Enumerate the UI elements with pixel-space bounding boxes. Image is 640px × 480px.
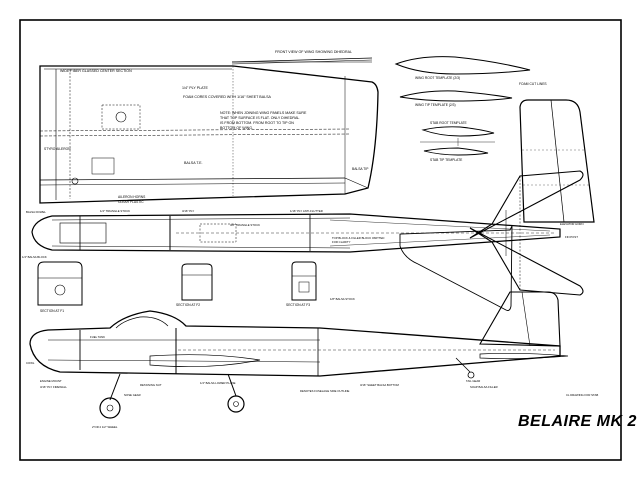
note-lower-plane: 1/4" BALSA LOWER PLANE: [200, 381, 236, 385]
note-nose-gear: NOSE GEAR: [124, 393, 141, 397]
dihedral-front-view: FRONT VIEW OF WING SHOWING DIHEDRAL: [231, 50, 373, 65]
note-balsa-dowel: BALSA DOWEL: [26, 210, 46, 214]
note-sheet-bottom: 3/16" SHEET BALSA BOTTOM: [360, 383, 399, 387]
label-section-f2: SECTION AT F2: [176, 303, 200, 307]
tail-wheel: [467, 371, 475, 379]
nose-wheel: [99, 397, 121, 419]
airfoil-templates: [394, 56, 531, 156]
note-firewall: 3/16" PLY FIREWALL: [40, 385, 67, 389]
label-wing-tip-template: WING TIP TEMPLATE (2/3): [415, 103, 456, 107]
wing-plan: [39, 65, 379, 204]
note-triangle-quarter: 1/4" TRIANGLE STOCK: [100, 209, 130, 213]
plan-title: BELAIRE MK 2: [518, 413, 637, 430]
label-section-f3: SECTION AT F3: [286, 303, 310, 307]
note-joining-2: THAT TOP SURFACE IS FLAT. ONLY DIHEDRAL: [220, 116, 299, 120]
vertical-fin: [519, 99, 595, 223]
fuselage-top-view: [31, 213, 561, 253]
note-clear-plastic: CLEAR PLASTIC: [118, 200, 144, 204]
note-styro-aileron: STYRO AILERON: [44, 147, 71, 151]
note-retaining-nut: RETAINING NUT: [140, 383, 162, 387]
note-soap-balsa: SOAP BALSA FILLER: [470, 385, 498, 389]
note-fin-post: FIN POST: [565, 235, 578, 239]
dihedral-label: FRONT VIEW OF WING SHOWING DIHEDRAL: [275, 50, 352, 54]
section-f3: [291, 261, 317, 301]
note-anti-flutter: 1/16" PLY ANTI-FLUTTER: [290, 209, 323, 213]
label-stab-tip-template: STAB TIP TEMPLATE: [430, 158, 463, 162]
note-cowl: COWL: [26, 361, 35, 365]
note-top-block-1: TOP BLOCK & FILLER BLOCK OMITTED: [332, 236, 384, 240]
label-wing-root-template: WING ROOT TEMPLATE (2/3): [415, 76, 460, 80]
note-joining-4: BOTTOM OF WING.: [220, 126, 253, 130]
note-balsa-block: 1/4" BALSA BLOCK: [22, 255, 47, 259]
note-ply-plate: 1/4" PLY PLATE: [182, 86, 208, 90]
note-aileron-horns: AILERON HORNS: [118, 195, 146, 199]
section-f2: [181, 263, 213, 301]
template-labels: WING ROOT TEMPLATE (2/3) WING TIP TEMPLA…: [415, 76, 547, 162]
note-engine-mount: ENGINE MOUNT: [40, 379, 62, 383]
note-joining-3: IS FROM BOTTOM. FROM ROOT TO TIP ON: [220, 121, 294, 125]
note-cl-drawing: CL DRAWING FOR STAB: [566, 393, 598, 397]
drawing-border: [19, 19, 622, 461]
note-balsa-stock: 1/8" BALSA STOCK: [330, 297, 355, 301]
main-wheel: [227, 395, 245, 413]
note-top-block-2: FOR CLARITY: [332, 240, 351, 244]
note-fiber-glassed: WIDE FIBER GLASSED CENTER SECTION: [60, 69, 132, 73]
wing-notes: WIDE FIBER GLASSED CENTER SECTION 1/4" P…: [44, 69, 369, 204]
note-tail-gear: TAIL GEAR: [466, 379, 480, 383]
section-f1: [37, 261, 83, 306]
note-triangle-three-eighths: 3/8" TRIANGLE STOCK: [230, 223, 260, 227]
label-section-f1: SECTION AT F1: [40, 309, 64, 313]
note-side-outline: DENOTES FUSELAGE SIDE OUTLINE: [300, 389, 350, 393]
note-foam-cores: FOAM CORES COVERED WITH 1/16" SHEET BALS…: [183, 95, 271, 99]
stabilizer-plan: [399, 170, 584, 311]
note-balsa-te: BALSA T.E.: [184, 161, 203, 165]
label-foam-cut-lines: FOAM CUT LINES: [519, 82, 547, 86]
note-ply-three-sixteenths: 3/16" PLY: [182, 209, 194, 213]
note-wheel-size: 2"OR 2 1/2" WHEEL: [92, 425, 118, 429]
label-stab-root-template: STAB ROOT TEMPLATE: [430, 121, 468, 125]
wheels: [99, 371, 475, 419]
note-elevator-horn: ELEVATOR HORN: [560, 222, 583, 226]
note-fuel-tank: FUEL TANK: [90, 335, 105, 339]
note-balsa-tip: BALSA TIP: [352, 167, 369, 171]
note-joining-1: NOTE: WHEN JOINING WING PANELS MAKE SURE: [220, 111, 307, 115]
fuselage-side-view: [29, 291, 569, 401]
fuselage-notes: BALSA DOWEL 1/4" TRIANGLE STOCK 3/8" TRI…: [22, 209, 598, 429]
